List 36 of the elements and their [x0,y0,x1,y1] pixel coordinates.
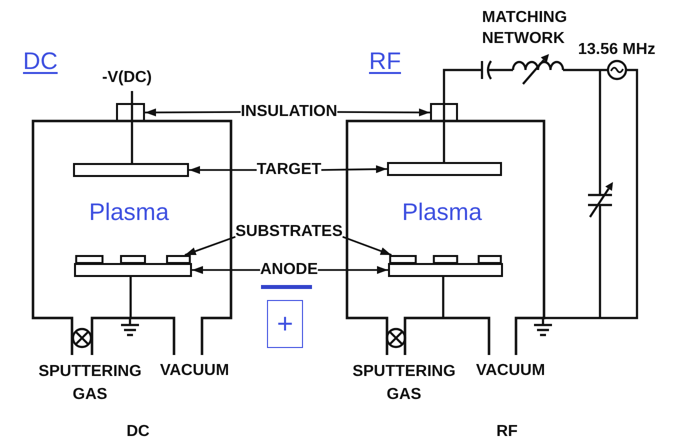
leader-arrow [184,236,236,256]
callout-label: SUBSTRATES [235,224,343,240]
wire [130,277,132,318]
target-plate [73,163,189,177]
plasma-label: Plasma [88,200,170,226]
port-label: VACUUM [160,363,230,379]
leader-arrow [342,236,392,256]
substrates [74,255,192,264]
port-label: SPUTTERING GAS [352,362,456,405]
wire [442,277,444,318]
callout-label: INSULATION [240,104,338,120]
port-label: SPUTTERING GAS [38,362,142,405]
section-heading: DC [23,48,58,76]
callout-label: ANODE [260,262,318,278]
target-plate [387,162,502,176]
insulator [116,103,145,122]
substrates [388,255,503,264]
frequency-label: 13.56 MHz [578,42,656,58]
leader-arrow [321,165,388,174]
component-label: MATCHING NETWORK [482,8,568,49]
section-heading: RF [369,48,401,76]
leader-arrow [189,166,257,174]
diagram-caption: DC [126,424,150,440]
leader-arrow [145,108,241,116]
polarity-box: + [267,300,303,348]
anode-plate [388,263,503,277]
voltage-label: -V(DC) [102,70,152,86]
leader-arrow [318,266,388,274]
leader-arrow [192,266,260,274]
insulator [430,103,458,122]
port-label: VACUUM [476,363,546,379]
anode-plate [74,263,192,277]
leader-arrow [337,108,430,116]
diagram-caption: RF [496,424,518,440]
plasma-label: Plasma [402,200,482,226]
callout-label: TARGET [256,162,322,178]
